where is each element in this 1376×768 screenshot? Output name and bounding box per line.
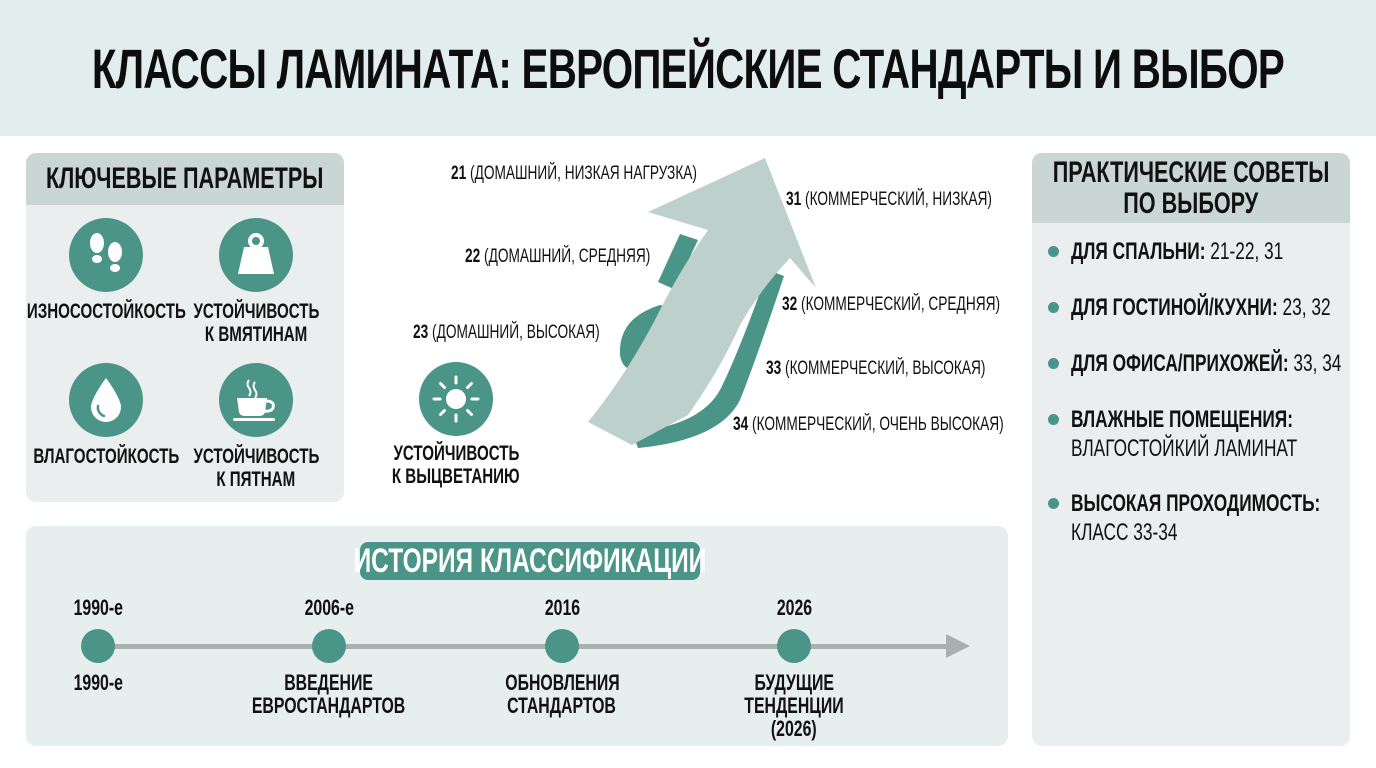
key-params-card: КЛЮЧЕВЫЕ ПАРАМЕТРЫ ИЗНОСОСТОЙКОСТЬ УСТОЙ… [26,153,344,502]
class-34-label: 34 (КОММЕРЧЕСКИЙ, ОЧЕНЬ ВЫСОКАЯ) [733,414,1004,435]
param-label: УСТОЙЧИВОСТЬ [393,442,519,465]
tips-heading-line2: ПО ВЫБОРУ [1123,187,1259,220]
class-31-label: 31 (КОММЕРЧЕСКИЙ, НИЗКАЯ) [786,189,992,210]
timeline-desc: ОБНОВЛЕНИЯ [504,670,620,695]
timeline-year: 2026 [776,595,812,620]
param-label: ИЗНОСОСТОЙКОСТЬ [26,300,186,323]
history-heading: ИСТОРИЯ КЛАССИФИКАЦИИ [353,541,707,580]
timeline-dot [81,629,115,663]
bullet-dot [1048,246,1059,257]
param-moisture-resistance: ВЛАГОСТОЙКОСТЬ [31,363,181,468]
water-drop-icon [69,363,143,437]
param-label-line2: К ВЫЦВЕТАНИЮ [392,465,520,488]
param-label: УСТОЙЧИВОСТЬ [193,300,319,323]
timeline-year: 1990-е [73,595,123,620]
class-33-label: 33 (КОММЕРЧЕСКИЙ, ВЫСОКАЯ) [766,358,986,379]
tips-heading-bar: ПРАКТИЧЕСКИЕ СОВЕТЫ ПО ВЫБОРУ [1032,153,1350,223]
timeline-desc-line2: ЕВРОСТАНДАРТОВ [252,693,406,718]
param-label: УСТОЙЧИВОСТЬ [193,445,319,468]
class-23-label: 23 (ДОМАШНИЙ, ВЫСОКАЯ) [413,322,600,343]
timeline-desc: БУДУЩИЕ [754,670,834,695]
bullet-dot [1048,414,1059,425]
sun-icon [419,362,493,436]
class-32-label: 32 (КОММЕРЧЕСКИЙ, СРЕДНЯЯ) [782,294,1001,315]
param-label-line2: К ВМЯТИНАМ [204,323,308,346]
timeline-desc-line2: ТЕНДЕНЦИИ [744,693,844,718]
timeline-dot [545,629,579,663]
tips-heading-line1: ПРАКТИЧЕСКИЕ СОВЕТЫ [1052,155,1330,189]
timeline-desc: ВВЕДЕНИЕ [284,670,374,695]
class-22-label: 22 (ДОМАШНИЙ, СРЕДНЯЯ) [465,246,651,267]
timeline-dot [777,629,811,663]
param-label: ВЛАГОСТОЙКОСТЬ [33,445,179,468]
coffee-cup-icon [219,363,293,437]
weight-icon [219,218,293,292]
footprints-icon [69,218,143,292]
param-fade-resistance: УСТОЙЧИВОСТЬ К ВЫЦВЕТАНИЮ [386,362,526,488]
header-band: КЛАССЫ ЛАМИНАТА: ЕВРОПЕЙСКИЕ СТАНДАРТЫ И… [0,0,1376,136]
timeline-desc-line2: СТАНДАРТОВ [507,693,617,718]
bullet-dot [1048,358,1059,369]
bullet-dot [1048,498,1059,509]
page-title: КЛАССЫ ЛАМИНАТА: ЕВРОПЕЙСКИЕ СТАНДАРТЫ И… [91,36,1285,100]
key-params-heading-bar: КЛЮЧЕВЫЕ ПАРАМЕТРЫ [26,153,344,205]
param-wear-resistance: ИЗНОСОСТОЙКОСТЬ [27,218,186,323]
param-stain-resistance: УСТОЙЧИВОСТЬ К ПЯТНАМ [181,363,331,491]
timeline-desc: 1990-е [73,670,123,695]
history-heading-badge: ИСТОРИЯ КЛАССИФИКАЦИИ [354,542,706,580]
timeline-year: 2016 [544,595,580,620]
timeline-arrowhead-icon [946,634,970,658]
class-21-label: 21 (ДОМАШНИЙ, НИЗКАЯ НАГРУЗКА) [451,163,697,184]
param-dent-resistance: УСТОЙЧИВОСТЬ К ВМЯТИНАМ [181,218,331,346]
timeline-desc-line3: (2026) [771,716,817,741]
history-card: ИСТОРИЯ КЛАССИФИКАЦИИ 1990-е 1990-е 2006… [26,526,1008,746]
timeline-dot [312,629,346,663]
class-progression-arrow [588,158,816,448]
key-params-heading: КЛЮЧЕВЫЕ ПАРАМЕТРЫ [46,162,324,196]
practical-tips-card: ПРАКТИЧЕСКИЕ СОВЕТЫ ПО ВЫБОРУ ДЛЯ СПАЛЬН… [1032,153,1350,746]
param-label-line2: К ПЯТНАМ [216,468,296,491]
bullet-dot [1048,302,1059,313]
timeline-line [98,644,950,649]
timeline-year: 2006-е [304,595,354,620]
